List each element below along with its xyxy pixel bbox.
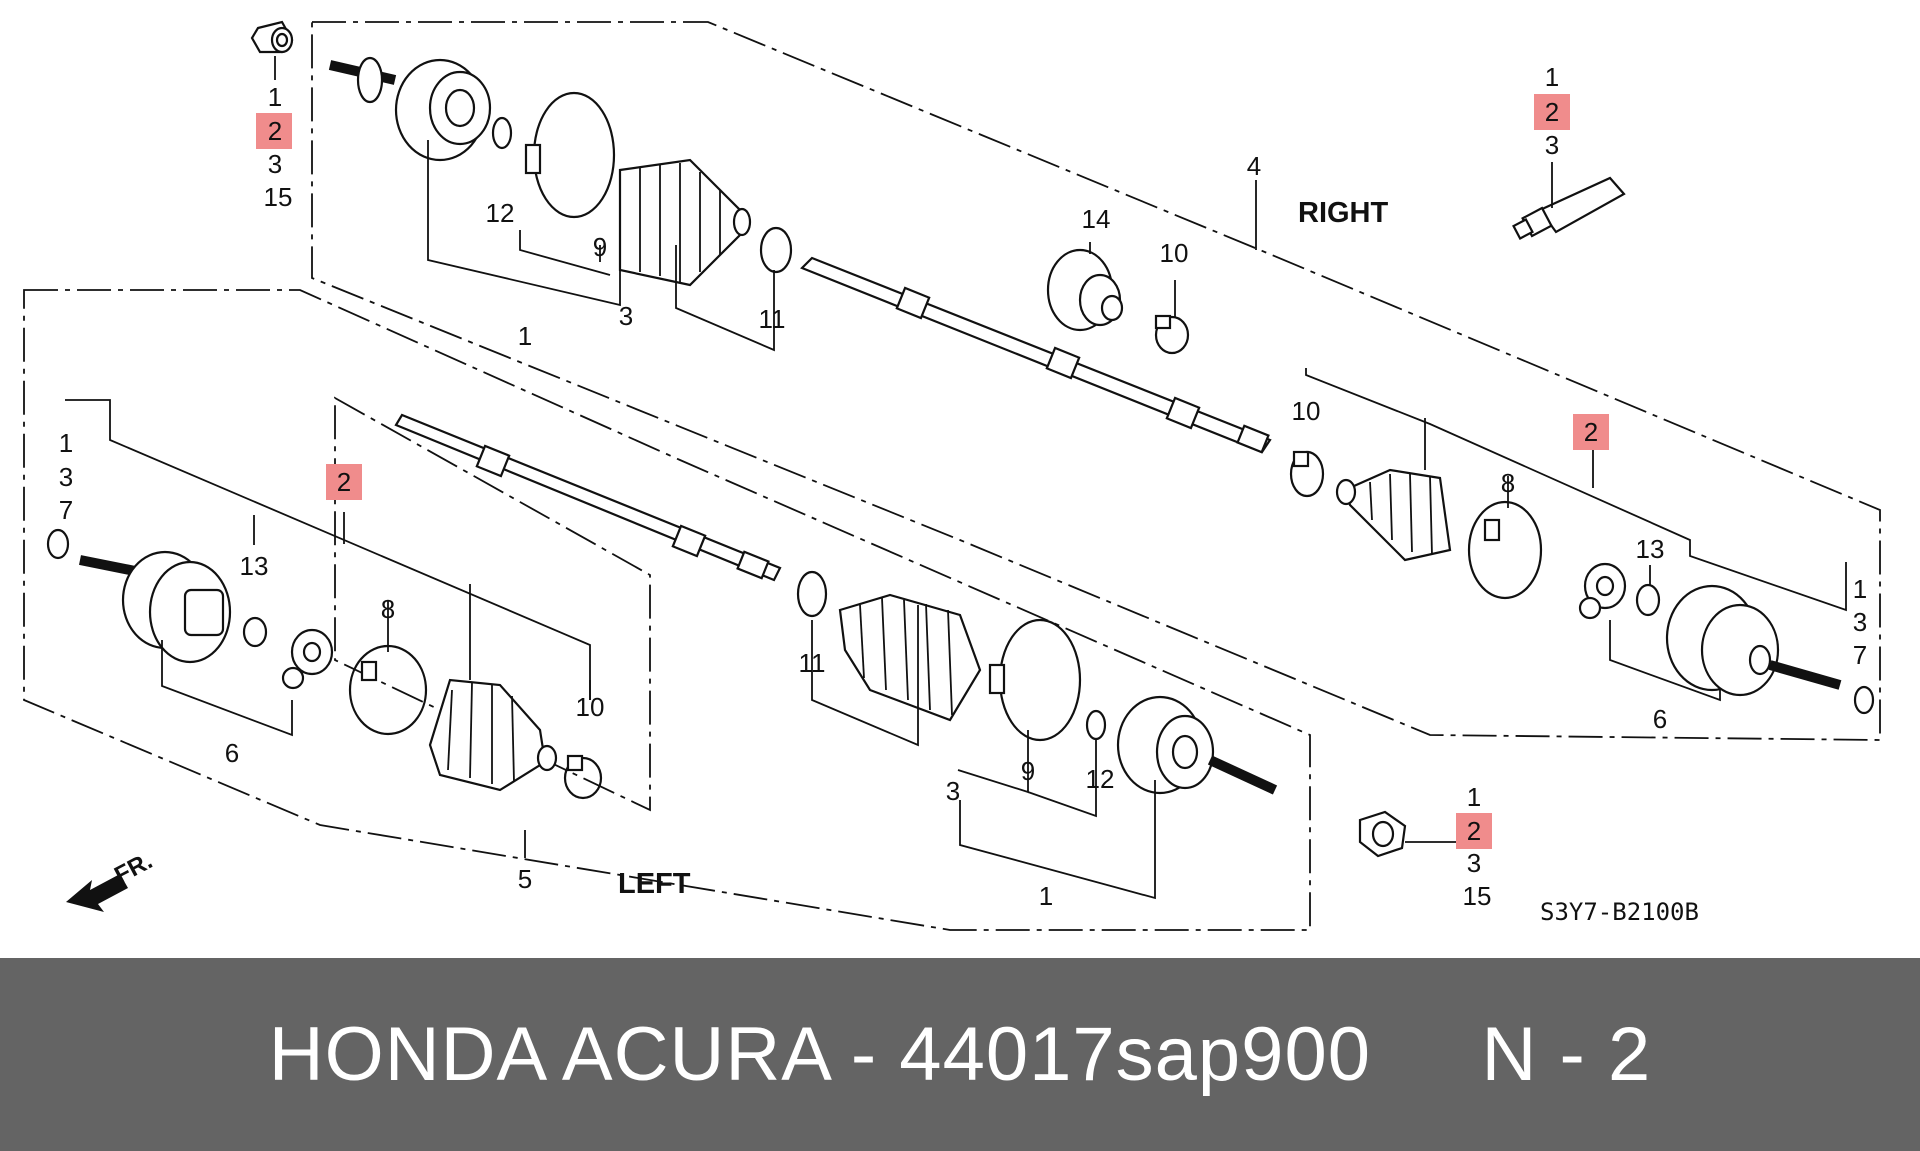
left-outer-cv-joint	[1116, 695, 1278, 795]
highlight-box	[1456, 813, 1492, 849]
right-assembly-frame	[311, 21, 1881, 741]
highlight-box-r-2	[1573, 414, 1609, 450]
callout-text: 1	[1467, 782, 1481, 812]
parts-diagram: 1 2 3 15 1 2 3	[23, 20, 1881, 931]
callout-r-stack-1: 1	[1853, 574, 1867, 604]
left-leaders	[65, 399, 1156, 900]
callout-text: 3	[1545, 130, 1559, 160]
part-title: HONDA ACURA - 44017sap900 N - 2	[268, 1012, 1652, 1097]
left-band-9	[988, 618, 1082, 742]
callout-l-3: 3	[946, 776, 960, 806]
right-clamp-10a	[1154, 314, 1190, 355]
callout-l-9: 9	[1021, 756, 1035, 786]
callout-l-13: 13	[240, 551, 269, 581]
right-band-11	[759, 226, 793, 274]
right-leaders	[427, 140, 1847, 702]
left-inner-boot	[428, 678, 558, 792]
front-arrow-icon	[66, 874, 128, 912]
grease-tube	[1512, 176, 1626, 240]
highlight-box	[1534, 94, 1570, 130]
callout-r-shaft: 4	[1247, 151, 1261, 181]
callout-l-2: 2	[337, 467, 351, 497]
right-clip-13	[1635, 583, 1661, 617]
callout-r-11: 11	[759, 304, 786, 334]
callout-l-6: 6	[225, 738, 239, 768]
hub-nut-top	[250, 20, 294, 54]
callout-text: 15	[264, 182, 293, 212]
left-shaft-frame	[334, 396, 651, 812]
callout-stack-grease: 1 2 3	[1534, 62, 1570, 208]
callout-stack-nut-top: 1 2 3 15	[256, 56, 292, 212]
callout-l-5: 5	[518, 864, 532, 894]
left-outer-boot	[838, 593, 982, 722]
footer-banner: HONDA ACURA - 44017sap900 N - 2	[0, 958, 1920, 1151]
callout-r-1: 1	[518, 321, 532, 351]
highlight-box	[256, 113, 292, 149]
callout-r-10a: 10	[1160, 238, 1189, 268]
left-clamp-10	[563, 754, 603, 800]
callout-stack-nut-bottom: 1 2 3 15	[1405, 782, 1492, 911]
dynamic-damper-14	[1046, 248, 1124, 332]
callout-l-10: 10	[576, 692, 605, 722]
left-clip-13	[242, 616, 268, 648]
right-clip-7	[1853, 685, 1875, 715]
right-band-8	[1467, 500, 1543, 600]
left-spider-bearing	[281, 628, 334, 690]
right-outer-boot	[618, 158, 752, 287]
callout-text-highlighted: 2	[268, 116, 282, 146]
label-right: RIGHT	[1298, 197, 1389, 229]
callout-text: 3	[268, 149, 282, 179]
right-clamp-10b	[1289, 450, 1325, 498]
callout-text-highlighted: 2	[1545, 97, 1559, 127]
left-circlip-12	[1085, 709, 1107, 741]
callout-text: 15	[1463, 881, 1492, 911]
right-inner-boot	[1335, 468, 1452, 562]
right-outer-cv-joint	[328, 56, 492, 162]
callout-l-11: 11	[799, 648, 826, 678]
right-halfshaft-4	[800, 256, 1272, 454]
left-band-11	[796, 570, 828, 618]
callout-text: 1	[1545, 62, 1559, 92]
callout-l-stack-7: 7	[59, 495, 73, 525]
callout-text: 3	[1467, 848, 1481, 878]
callout-r-stack-7: 7	[1853, 640, 1867, 670]
left-inner-cv-joint	[79, 550, 232, 664]
left-clip-7	[46, 528, 70, 560]
callout-r-14: 14	[1082, 204, 1111, 234]
callout-r-13: 13	[1636, 534, 1665, 564]
left-assembly-frame	[23, 289, 1311, 931]
right-spider-bearing	[1578, 562, 1627, 620]
highlight-box-l-2	[326, 464, 362, 500]
callout-r-stack-3: 3	[1853, 607, 1867, 637]
callout-r-6: 6	[1653, 704, 1667, 734]
callout-l-stack-1: 1	[59, 428, 73, 458]
callout-r-2: 2	[1584, 417, 1598, 447]
callout-l-8: 8	[381, 594, 395, 624]
callout-text: 1	[268, 82, 282, 112]
left-halfshaft-5	[394, 413, 782, 582]
callout-text-highlighted: 2	[1467, 816, 1481, 846]
callout-r-3: 3	[619, 301, 633, 331]
diagram-code: S3Y7-B2100B	[1540, 898, 1699, 926]
callout-r-10b: 10	[1292, 396, 1321, 426]
right-inner-cv-joint	[1665, 584, 1842, 697]
callout-r-12: 12	[486, 198, 515, 228]
callout-r-8: 8	[1501, 468, 1515, 498]
hub-nut-bottom	[1358, 810, 1407, 858]
label-left: LEFT	[618, 868, 691, 900]
driveshaft-exploded-view: 1 2 3 15 1 2 3	[23, 20, 1881, 931]
callout-l-1: 1	[1039, 881, 1053, 911]
right-circlip-12	[491, 116, 513, 150]
callout-l-stack-3: 3	[59, 462, 73, 492]
left-band-8	[348, 644, 428, 736]
callout-r-9: 9	[593, 232, 607, 262]
callout-l-12: 12	[1086, 764, 1115, 794]
right-band-9	[524, 91, 616, 219]
